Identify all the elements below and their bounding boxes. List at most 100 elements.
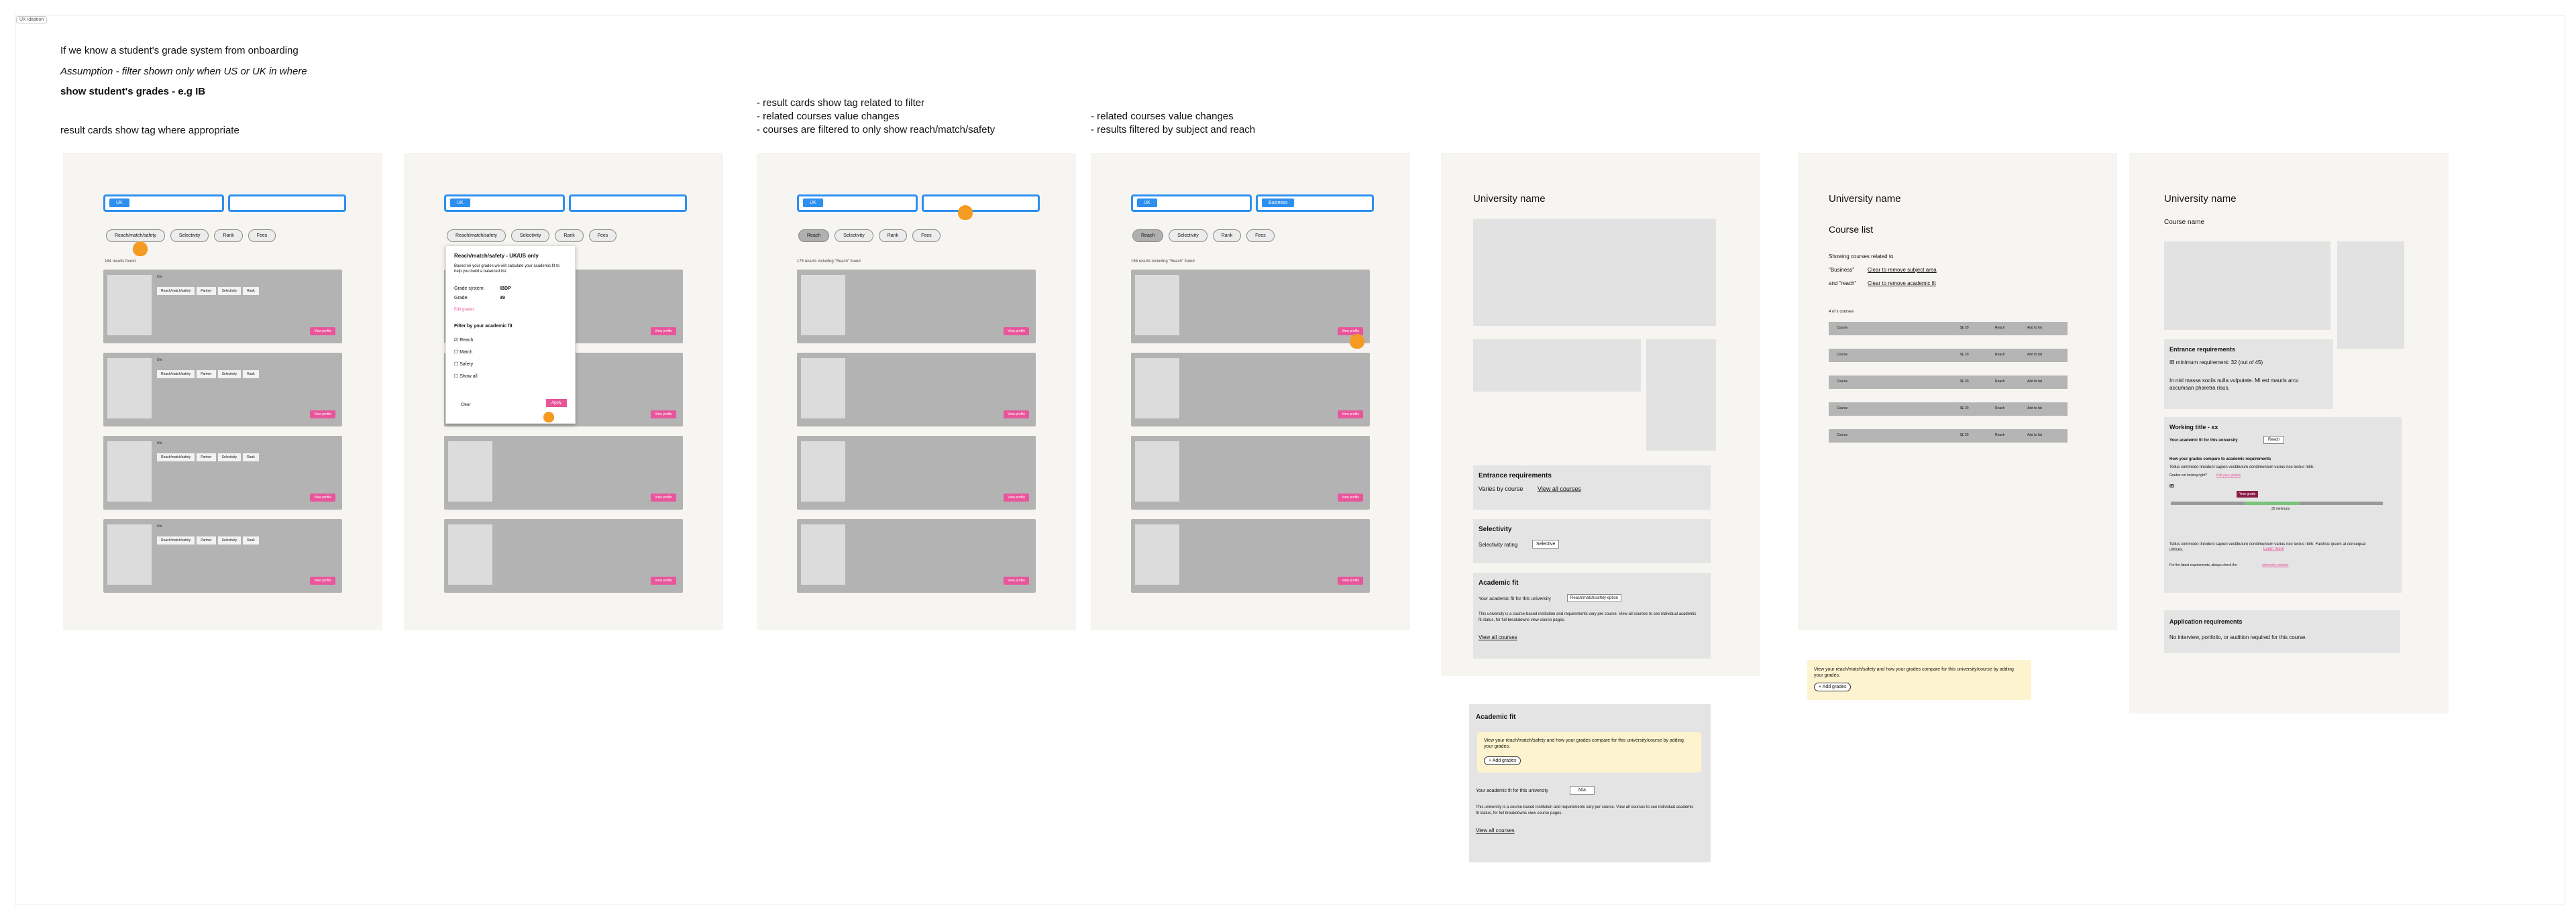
view-profile-button[interactable]: View profile (651, 494, 676, 502)
subject-input[interactable] (228, 194, 346, 212)
chip-selectivity[interactable]: Selectivity (511, 229, 550, 242)
gallery-image (1473, 339, 1641, 392)
view-profile-button[interactable]: View profile (310, 410, 335, 418)
academic-fit-value: Reach/match/safety option (1567, 594, 1622, 602)
chip-selectivity[interactable]: Selectivity (1169, 229, 1208, 242)
add-grades-button[interactable]: + Add grades (1814, 683, 1851, 691)
view-profile-button[interactable]: View profile (1004, 327, 1029, 335)
chip-reach[interactable]: Reach (798, 229, 830, 242)
option-reach[interactable]: ☑ Reach (454, 338, 474, 343)
view-profile-button[interactable]: View profile (651, 327, 676, 335)
result-card[interactable]: View profile (797, 519, 1036, 593)
add-grades-banner: View your reach/match/safety and how you… (1807, 660, 2031, 700)
result-card[interactable]: View profile (1131, 270, 1370, 343)
chip-reach-match-safety[interactable]: Reach/match/safety (106, 229, 165, 242)
view-profile-button[interactable]: View profile (1004, 410, 1029, 418)
view-all-courses-link[interactable]: View all courses (1538, 485, 1581, 492)
add-to-list-button[interactable]: Add to list (2027, 406, 2042, 410)
university-website-link[interactable]: university website (2262, 563, 2289, 567)
chip-rank[interactable]: Rank (878, 229, 908, 242)
add-to-list-button[interactable]: Add to list (2027, 380, 2042, 384)
chip-fees[interactable]: Fees (912, 229, 941, 242)
location-input[interactable]: UK (103, 194, 224, 212)
add-to-list-button[interactable]: Add to list (2027, 433, 2042, 437)
view-profile-button[interactable]: View profile (1004, 494, 1029, 502)
view-profile-button[interactable]: View profile (1338, 410, 1363, 418)
view-all-courses-link[interactable]: View all courses (1476, 827, 1515, 834)
chip-reach[interactable]: Reach (1132, 229, 1164, 242)
view-profile-button[interactable]: View profile (1338, 577, 1363, 585)
subject-input[interactable] (922, 194, 1040, 212)
view-profile-button[interactable]: View profile (1004, 577, 1029, 585)
clear-fit-link[interactable]: Clear to remove academic fit (1868, 280, 1936, 286)
card-image (448, 441, 492, 502)
academic-fit-title: Academic fit (1479, 579, 1519, 587)
view-profile-button[interactable]: View profile (310, 327, 335, 335)
option-match[interactable]: ☐ Match (454, 350, 473, 355)
result-card[interactable]: View profile (797, 436, 1036, 510)
result-card[interactable]: View profile (797, 353, 1036, 426)
add-to-list-button[interactable]: Add to list (2027, 326, 2042, 330)
view-profile-button[interactable]: View profile (310, 577, 335, 585)
card-uni: Uni (157, 524, 162, 528)
clear-subject-link[interactable]: Clear to remove subject area (1868, 267, 1937, 273)
edit-grades-link[interactable]: Edit your grades (2216, 473, 2241, 477)
chip-rank[interactable]: Rank (1212, 229, 1242, 242)
result-card[interactable]: View profile (797, 270, 1036, 343)
filter-chips: Reach/match/safety Selectivity Rank Fees (447, 229, 617, 242)
chip-reach-match-safety[interactable]: Reach/match/safety (447, 229, 506, 242)
chip-rank[interactable]: Rank (214, 229, 243, 242)
chip-selectivity[interactable]: Selectivity (170, 229, 209, 242)
grades-label: Grade: (454, 296, 469, 300)
location-input[interactable]: UK (444, 194, 565, 212)
apply-button[interactable]: Apply (545, 399, 567, 407)
learn-more-link[interactable]: Learn more (2263, 547, 2284, 551)
add-to-list-button[interactable]: Add to list (2027, 353, 2042, 357)
result-card[interactable]: View profile (444, 436, 683, 510)
card-image (107, 524, 152, 585)
view-profile-button[interactable]: View profile (310, 494, 335, 502)
view-profile-button[interactable]: View profile (651, 410, 676, 418)
hero-image (2164, 241, 2330, 330)
course-title: Course name (2164, 219, 2205, 226)
chip-rank[interactable]: Rank (555, 229, 584, 242)
chip-fees[interactable]: Fees (248, 229, 276, 242)
chip-fees[interactable]: Fees (1246, 229, 1275, 242)
chip-fees[interactable]: Fees (588, 229, 617, 242)
result-card[interactable]: View profile (1131, 353, 1370, 426)
option-safety[interactable]: ☐ Safety (454, 362, 474, 367)
option-show-all-label: Show all (460, 374, 478, 379)
result-card[interactable]: View profile (444, 519, 683, 593)
entrance-min: IB minimum requirement: 32 (out of 45) (2169, 359, 2263, 365)
result-card[interactable]: View profile (1131, 519, 1370, 593)
selectivity-panel: Selectivity Selectivity rating Selective (1473, 519, 1711, 563)
subject-input[interactable] (569, 194, 687, 212)
chip-selectivity[interactable]: Selectivity (835, 229, 873, 242)
view-profile-button[interactable]: View profile (1338, 327, 1363, 335)
option-show-all[interactable]: ☐ Show all (454, 374, 478, 379)
clear-button[interactable]: Clear (461, 403, 471, 407)
location-chip: UK (109, 198, 129, 207)
view-profile-button[interactable]: View profile (1338, 494, 1363, 502)
location-input[interactable]: UK (797, 194, 918, 212)
view-profile-button[interactable]: View profile (651, 577, 676, 585)
add-grades-button[interactable]: + Add grades (1484, 756, 1521, 765)
view-all-courses-link[interactable]: View all courses (1479, 634, 1517, 640)
subject-input[interactable]: Business (1256, 194, 1374, 212)
course-name: Course (1837, 353, 1848, 357)
edit-grades-link[interactable]: Edit grades (454, 308, 475, 312)
add-grades-banner-text: View your reach/match/safety and how you… (1814, 667, 2014, 678)
entrance-title: Entrance requirements (1479, 472, 1552, 479)
result-card[interactable]: View profile (1131, 436, 1370, 510)
location-input[interactable]: UK (1131, 194, 1252, 212)
card-tag: Reach/match/safety (157, 536, 195, 545)
